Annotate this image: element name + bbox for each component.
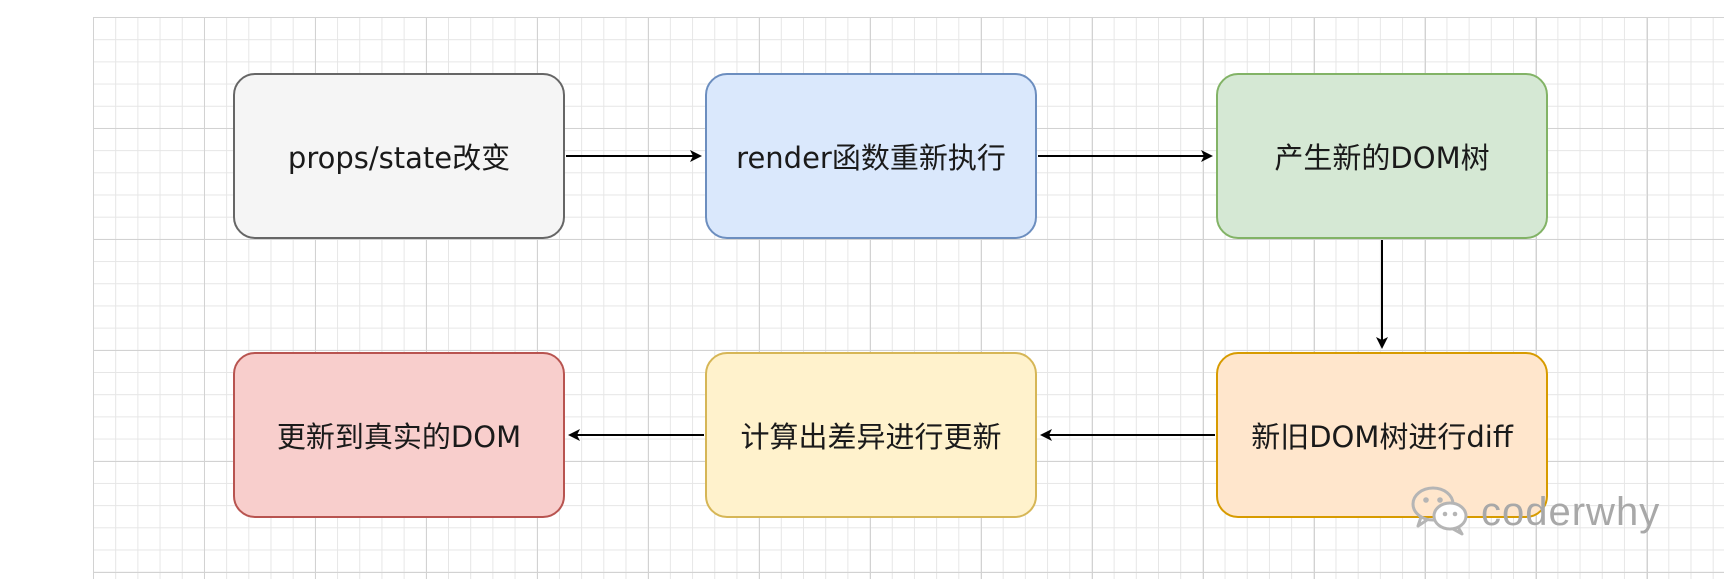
node-label: 计算出差异进行更新 — [740, 420, 1002, 454]
node-label: render函数重新执行 — [736, 141, 1006, 175]
node-render-rerun[interactable]: render函数重新执行 — [705, 73, 1037, 239]
node-label: 新旧DOM树进行diff — [1251, 420, 1513, 454]
node-dom-diff[interactable]: 新旧DOM树进行diff — [1216, 352, 1548, 518]
node-label: props/state改变 — [287, 141, 511, 175]
watermark: coderwhy — [1409, 484, 1660, 540]
node-new-dom-tree[interactable]: 产生新的DOM树 — [1216, 73, 1548, 239]
watermark-text: coderwhy — [1481, 489, 1661, 534]
node-update-real-dom[interactable]: 更新到真实的DOM — [233, 352, 565, 518]
node-label: 更新到真实的DOM — [276, 420, 522, 454]
wechat-icon — [1409, 484, 1471, 540]
node-props-state-change[interactable]: props/state改变 — [233, 73, 565, 239]
node-label: 产生新的DOM树 — [1274, 141, 1490, 175]
node-compute-update[interactable]: 计算出差异进行更新 — [705, 352, 1037, 518]
